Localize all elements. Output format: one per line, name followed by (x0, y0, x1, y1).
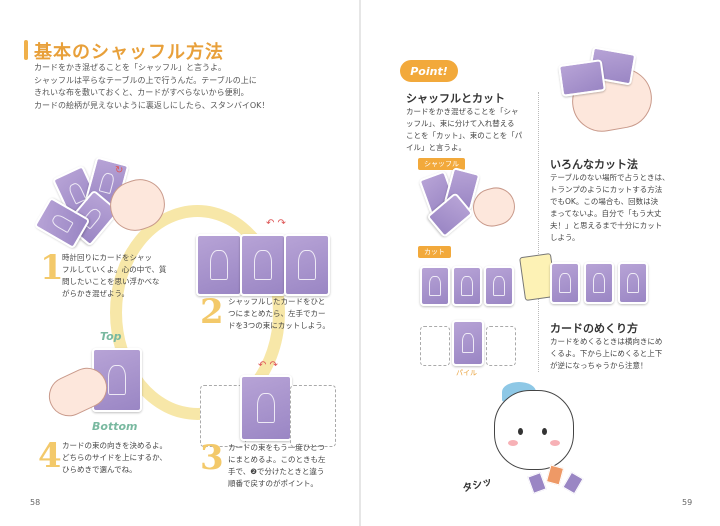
stacked-pile (452, 320, 484, 366)
step-line: 手で、❷で分けたときと違う (228, 467, 325, 476)
text-line: カードをめくるときは横向きにめ (550, 337, 663, 346)
card-back (584, 262, 614, 304)
title-accent-bar (24, 40, 28, 60)
step-number-1: 1 (40, 248, 64, 288)
text-line: カードをかき混ぜることを「シャ (406, 107, 519, 116)
card-back (557, 59, 607, 97)
step-line: カードの束をもう一度ひとつ (228, 443, 325, 452)
step-line: どちらのサイドを上にするか、 (62, 453, 167, 462)
step-line: ひらめきで選んでね。 (62, 465, 137, 474)
pile-card (452, 266, 482, 306)
step3-text: カードの束をもう一度ひとつ にまとめるよ。このときも左 手で、❷で分けたときと違… (228, 442, 353, 490)
text-line: でもOK。この場合も、回数は決 (550, 197, 659, 206)
shuffle-cut-text: カードをかき混ぜることを「シャ ッフル」、束に分けて入れ替える ことを「カット」… (406, 106, 531, 154)
empty-slot (486, 326, 516, 366)
hand-illustration (468, 183, 520, 231)
intro-text: カードをかき混ぜることを「シャッフル」と言うよ。 シャッフルは平らなテーブルの上… (34, 62, 354, 112)
step-line: つにまとめたら、左手でカー (228, 309, 326, 318)
page-number-right: 59 (682, 498, 693, 507)
empty-slot (420, 326, 450, 366)
step-number-3: 3 (200, 438, 224, 478)
flip-heading: カードのめくり方 (550, 322, 638, 335)
sound-effect-text: タシッ (461, 476, 494, 495)
page-number-left: 58 (30, 498, 41, 507)
step1-text: 時計回りにカードをシャッ フルしていくよ。心の中で、質 問したいことを思い浮かべ… (62, 252, 172, 300)
text-line: 夫！」と思えるまで十分にカット (550, 221, 663, 230)
shuffle-tag: シャッフル (418, 158, 465, 170)
page-gutter (359, 0, 361, 526)
text-line: くるよ。下から上にめくると上下 (550, 349, 663, 358)
step2-text: シャッフルしたカードをひと つにまとめたら、左手でカー ドを3つの束にカットしよ… (228, 296, 353, 332)
shuffle-cut-heading: シャッフルとカット (406, 92, 505, 105)
pile-card (420, 266, 450, 306)
step-line: にまとめるよ。このときも左 (228, 455, 326, 464)
step-line: 問したいことを思い浮かべな (62, 277, 160, 286)
page-title: 基本のシャッフル方法 (34, 42, 224, 63)
pile-card (484, 266, 514, 306)
pile-card (284, 234, 330, 296)
step-line: がらかき混ぜよう。 (62, 289, 130, 298)
point-badge: Point! (400, 60, 458, 82)
character-illustration (480, 378, 590, 488)
card-back (618, 262, 648, 304)
text-line: しよう。 (550, 233, 580, 242)
stacked-pile (240, 375, 292, 441)
arrow-icon: ↶ ↷ (266, 218, 286, 229)
intro-line: シャッフルは平らなテーブルの上で行うんだ。テーブルの上に (34, 75, 257, 85)
pile-label: パイル (456, 369, 477, 377)
arrow-icon: ↶ ↷ (258, 360, 278, 371)
text-line: ことを「カット」、束のことを「パ (406, 131, 523, 140)
divider (538, 92, 539, 372)
intro-line: きれいな布を敷いておくと、カードがすべらないから便利。 (34, 88, 249, 97)
text-line: まってないよ。自分で「もう大丈 (550, 209, 662, 218)
step1-illustration: ↻ (33, 156, 172, 250)
card-back (550, 262, 580, 304)
step-line: フルしていくよ。心の中で、質 (62, 265, 167, 274)
empty-slot (290, 385, 336, 447)
text-line: トランプのようにカットする方法 (550, 185, 663, 194)
scattered-cards (527, 464, 590, 496)
bottom-label: Bottom (92, 420, 138, 433)
text-line: ッフル」、束に分けて入れ替える (406, 119, 515, 128)
top-label: Top (100, 330, 122, 343)
step-number-2: 2 (200, 292, 224, 332)
intro-line: カードをかき混ぜることを「シャッフル」と言うよ。 (34, 63, 226, 72)
intro-line: カードの絵柄が見えないように裏返しにしたら、スタンバイOK！ (34, 100, 270, 110)
pile-card (240, 234, 286, 296)
various-cuts-text: テーブルのない場所で占うときは、 トランプのようにカットする方法 でもOK。この… (550, 172, 690, 244)
flip-text: カードをめくるときは横向きにめ くるよ。下から上にめくると上下 が逆になっちゃう… (550, 336, 690, 372)
text-line: が逆になっちゃうから注意！ (550, 361, 648, 370)
step-line: 時計回りにカードをシャッ (62, 253, 152, 262)
text-line: イル」と言うよ。 (406, 143, 466, 152)
step-line: カードの束の向きを決めるよ。 (62, 441, 167, 450)
cut-tag: カット (418, 246, 451, 258)
curved-arrow-icon: ↻ (115, 165, 124, 176)
step-line: シャッフルしたカードをひと (228, 297, 326, 306)
various-cuts-heading: いろんなカット法 (550, 158, 638, 171)
step-line: ドを3つの束にカットしよう。 (228, 321, 330, 330)
step-number-4: 4 (38, 436, 62, 476)
mini-shuffle-illustration (418, 167, 520, 240)
step4-text: カードの束の向きを決めるよ。 どちらのサイドを上にするか、 ひらめきで選んでね。 (62, 440, 187, 476)
step-line: 順番で戻すのがポイント。 (228, 479, 318, 488)
pile-card (196, 234, 242, 296)
text-line: テーブルのない場所で占うときは、 (550, 173, 670, 182)
